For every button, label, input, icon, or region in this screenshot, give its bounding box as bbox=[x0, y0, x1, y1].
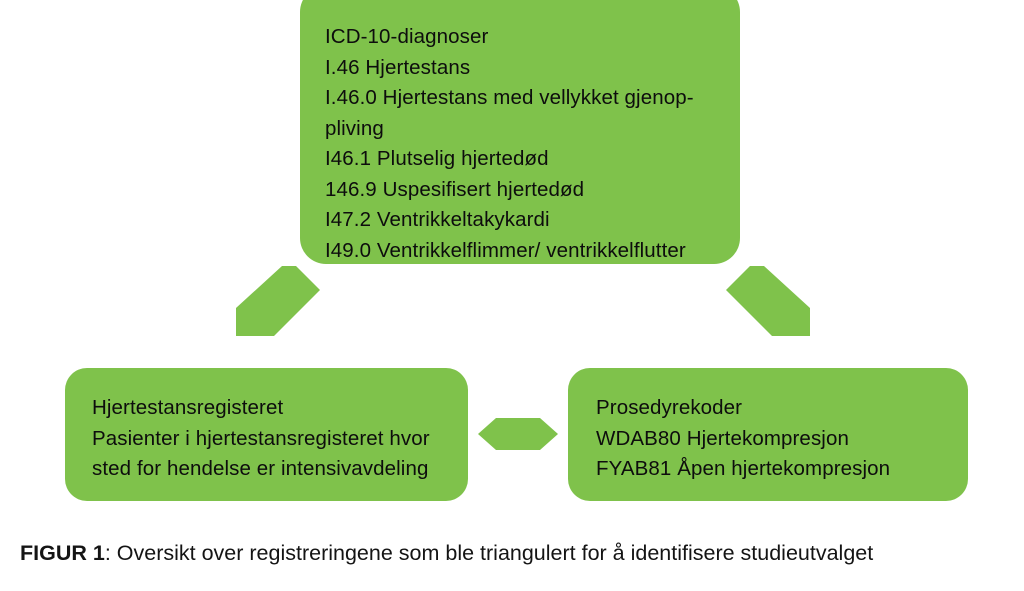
node-icd-10-diagnoses-text: ICD-10-diagnoser I.46 Hjertestans I.46.0… bbox=[325, 25, 694, 262]
figure-caption-label: FIGUR 1 bbox=[20, 541, 105, 565]
arrow-icd-to-registry bbox=[228, 264, 324, 346]
arrow-left-right-icon bbox=[478, 418, 558, 450]
arrow-down-right-icon bbox=[726, 266, 810, 336]
node-hjertestansregisteret: Hjertestansregisteret Pasienter i hjerte… bbox=[65, 368, 468, 501]
node-hjertestansregisteret-text: Hjertestansregisteret Pasienter i hjerte… bbox=[92, 396, 430, 480]
node-icd-10-diagnoses: ICD-10-diagnoser I.46 Hjertestans I.46.0… bbox=[300, 0, 740, 264]
node-prosedyrekoder: Prosedyrekoder WDAB80 Hjertekompresjon F… bbox=[568, 368, 968, 501]
arrow-down-left-icon bbox=[236, 266, 320, 336]
arrow-registry-to-procedures bbox=[478, 415, 558, 453]
figure-caption-text: : Oversikt over registreringene som ble … bbox=[104, 541, 874, 565]
node-prosedyrekoder-text: Prosedyrekoder WDAB80 Hjertekompresjon F… bbox=[596, 396, 891, 480]
figure-caption: FIGUR 1: Oversikt over registreringene s… bbox=[20, 539, 1020, 567]
arrow-icd-to-procedures bbox=[722, 264, 818, 346]
